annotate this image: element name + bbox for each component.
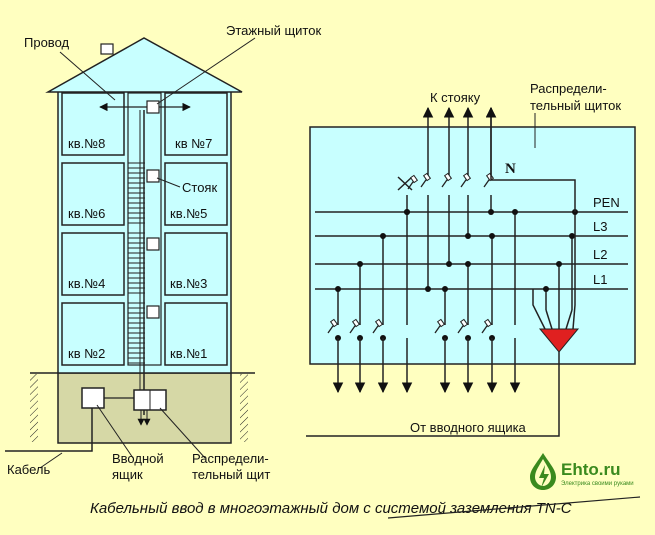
caption-strike xyxy=(387,496,641,519)
leader-floor-panel xyxy=(156,37,256,105)
label-l2: L2 xyxy=(593,247,607,262)
drop-icon xyxy=(530,453,556,490)
junction-dot xyxy=(556,261,562,267)
label-cable: Кабель xyxy=(7,462,50,477)
floor-panel-2 xyxy=(146,237,160,251)
n-conductor xyxy=(491,179,576,212)
logo-tagline: Электрика своими руками xyxy=(561,481,634,487)
ground-block xyxy=(538,328,580,353)
distribution-panel xyxy=(306,106,636,437)
junction-dot xyxy=(442,286,448,292)
leader-cable xyxy=(39,452,63,469)
junction-dot xyxy=(569,233,575,239)
building xyxy=(5,37,256,469)
input-box xyxy=(81,387,105,409)
label-pen: PEN xyxy=(593,195,620,210)
cable-line xyxy=(5,408,93,452)
apartment-3-label: кв.№3 xyxy=(170,276,207,291)
ground-hatch-right xyxy=(240,374,248,442)
apartment-4-label: кв.№4 xyxy=(68,276,105,291)
apartment-5-label: кв.№5 xyxy=(170,206,207,221)
apartment-1 xyxy=(164,302,228,366)
apartment-6-label: кв.№6 xyxy=(68,206,105,221)
chimney xyxy=(100,43,114,55)
ground-hatch-left xyxy=(30,374,38,442)
junction-dot xyxy=(543,286,549,292)
panel-body xyxy=(309,126,636,365)
label-panel: Распредели-тельный щиток xyxy=(530,81,621,113)
floor-panel-1 xyxy=(146,305,160,319)
junction-dot xyxy=(465,233,471,239)
input-feed xyxy=(306,352,560,437)
roof xyxy=(45,37,243,93)
label-to-riser: К стояку xyxy=(430,90,481,105)
apartment-2-label: кв №2 xyxy=(68,346,105,361)
label-n: N xyxy=(505,161,516,177)
label-from-input: От вводного ящика xyxy=(410,420,527,435)
panel-wiring xyxy=(327,106,578,394)
junction-dot xyxy=(465,261,471,267)
apartment-7 xyxy=(164,92,228,156)
logo-name: Ehto.ru xyxy=(561,460,621,479)
apartment-7-label: кв №7 xyxy=(175,136,212,151)
floor-panel-4 xyxy=(146,100,160,114)
logo: Ehto.ru Электрика своими руками xyxy=(530,453,634,490)
label-wire: Провод xyxy=(24,35,70,50)
apartment-8-label: кв.№8 xyxy=(68,136,105,151)
junction-dot xyxy=(335,286,341,292)
apartment-3 xyxy=(164,232,228,296)
junction-dot xyxy=(425,286,431,292)
junction-dot xyxy=(512,209,518,215)
apartment-4 xyxy=(61,232,125,296)
label-l1: L1 xyxy=(593,272,607,287)
leader-riser xyxy=(156,177,181,188)
leader-dist-board xyxy=(159,407,206,459)
junction-dot xyxy=(488,209,494,215)
leader-input-box xyxy=(96,404,134,459)
floor-panel-3 xyxy=(146,169,160,183)
label-dist-board: Распредели-тельный щит xyxy=(192,451,270,482)
apartment-2 xyxy=(61,302,125,366)
leader-wire xyxy=(59,51,116,101)
apartment-6 xyxy=(61,162,125,226)
junction-dot xyxy=(446,261,452,267)
apartment-8 xyxy=(61,92,125,156)
apartment-5 xyxy=(164,162,228,226)
junction-dot xyxy=(404,209,410,215)
label-l3: L3 xyxy=(593,219,607,234)
label-riser: Стояк xyxy=(182,180,217,195)
apartment-1-label: кв.№1 xyxy=(170,346,207,361)
junction-dot xyxy=(380,233,386,239)
label-floor-panel: Этажный щиток xyxy=(226,23,321,38)
junction-dot xyxy=(489,233,495,239)
junction-dot xyxy=(357,261,363,267)
